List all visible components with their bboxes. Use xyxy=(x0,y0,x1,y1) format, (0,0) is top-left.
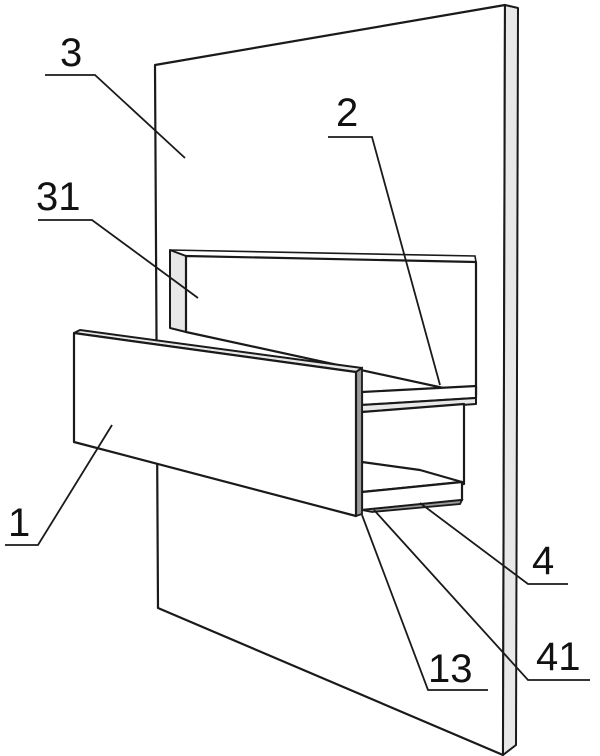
drawer-front xyxy=(72,329,363,518)
leader-lines xyxy=(5,74,590,691)
callout-31: 31 xyxy=(36,175,81,219)
callout-3: 3 xyxy=(60,31,82,75)
callout-13: 13 xyxy=(428,647,473,691)
callout-4: 4 xyxy=(532,539,554,583)
callouts: 3 31 2 1 4 41 13 xyxy=(8,31,581,691)
callout-1: 1 xyxy=(8,501,30,545)
lower-rail xyxy=(360,460,464,513)
callout-41: 41 xyxy=(536,635,581,679)
callout-2: 2 xyxy=(336,91,358,135)
